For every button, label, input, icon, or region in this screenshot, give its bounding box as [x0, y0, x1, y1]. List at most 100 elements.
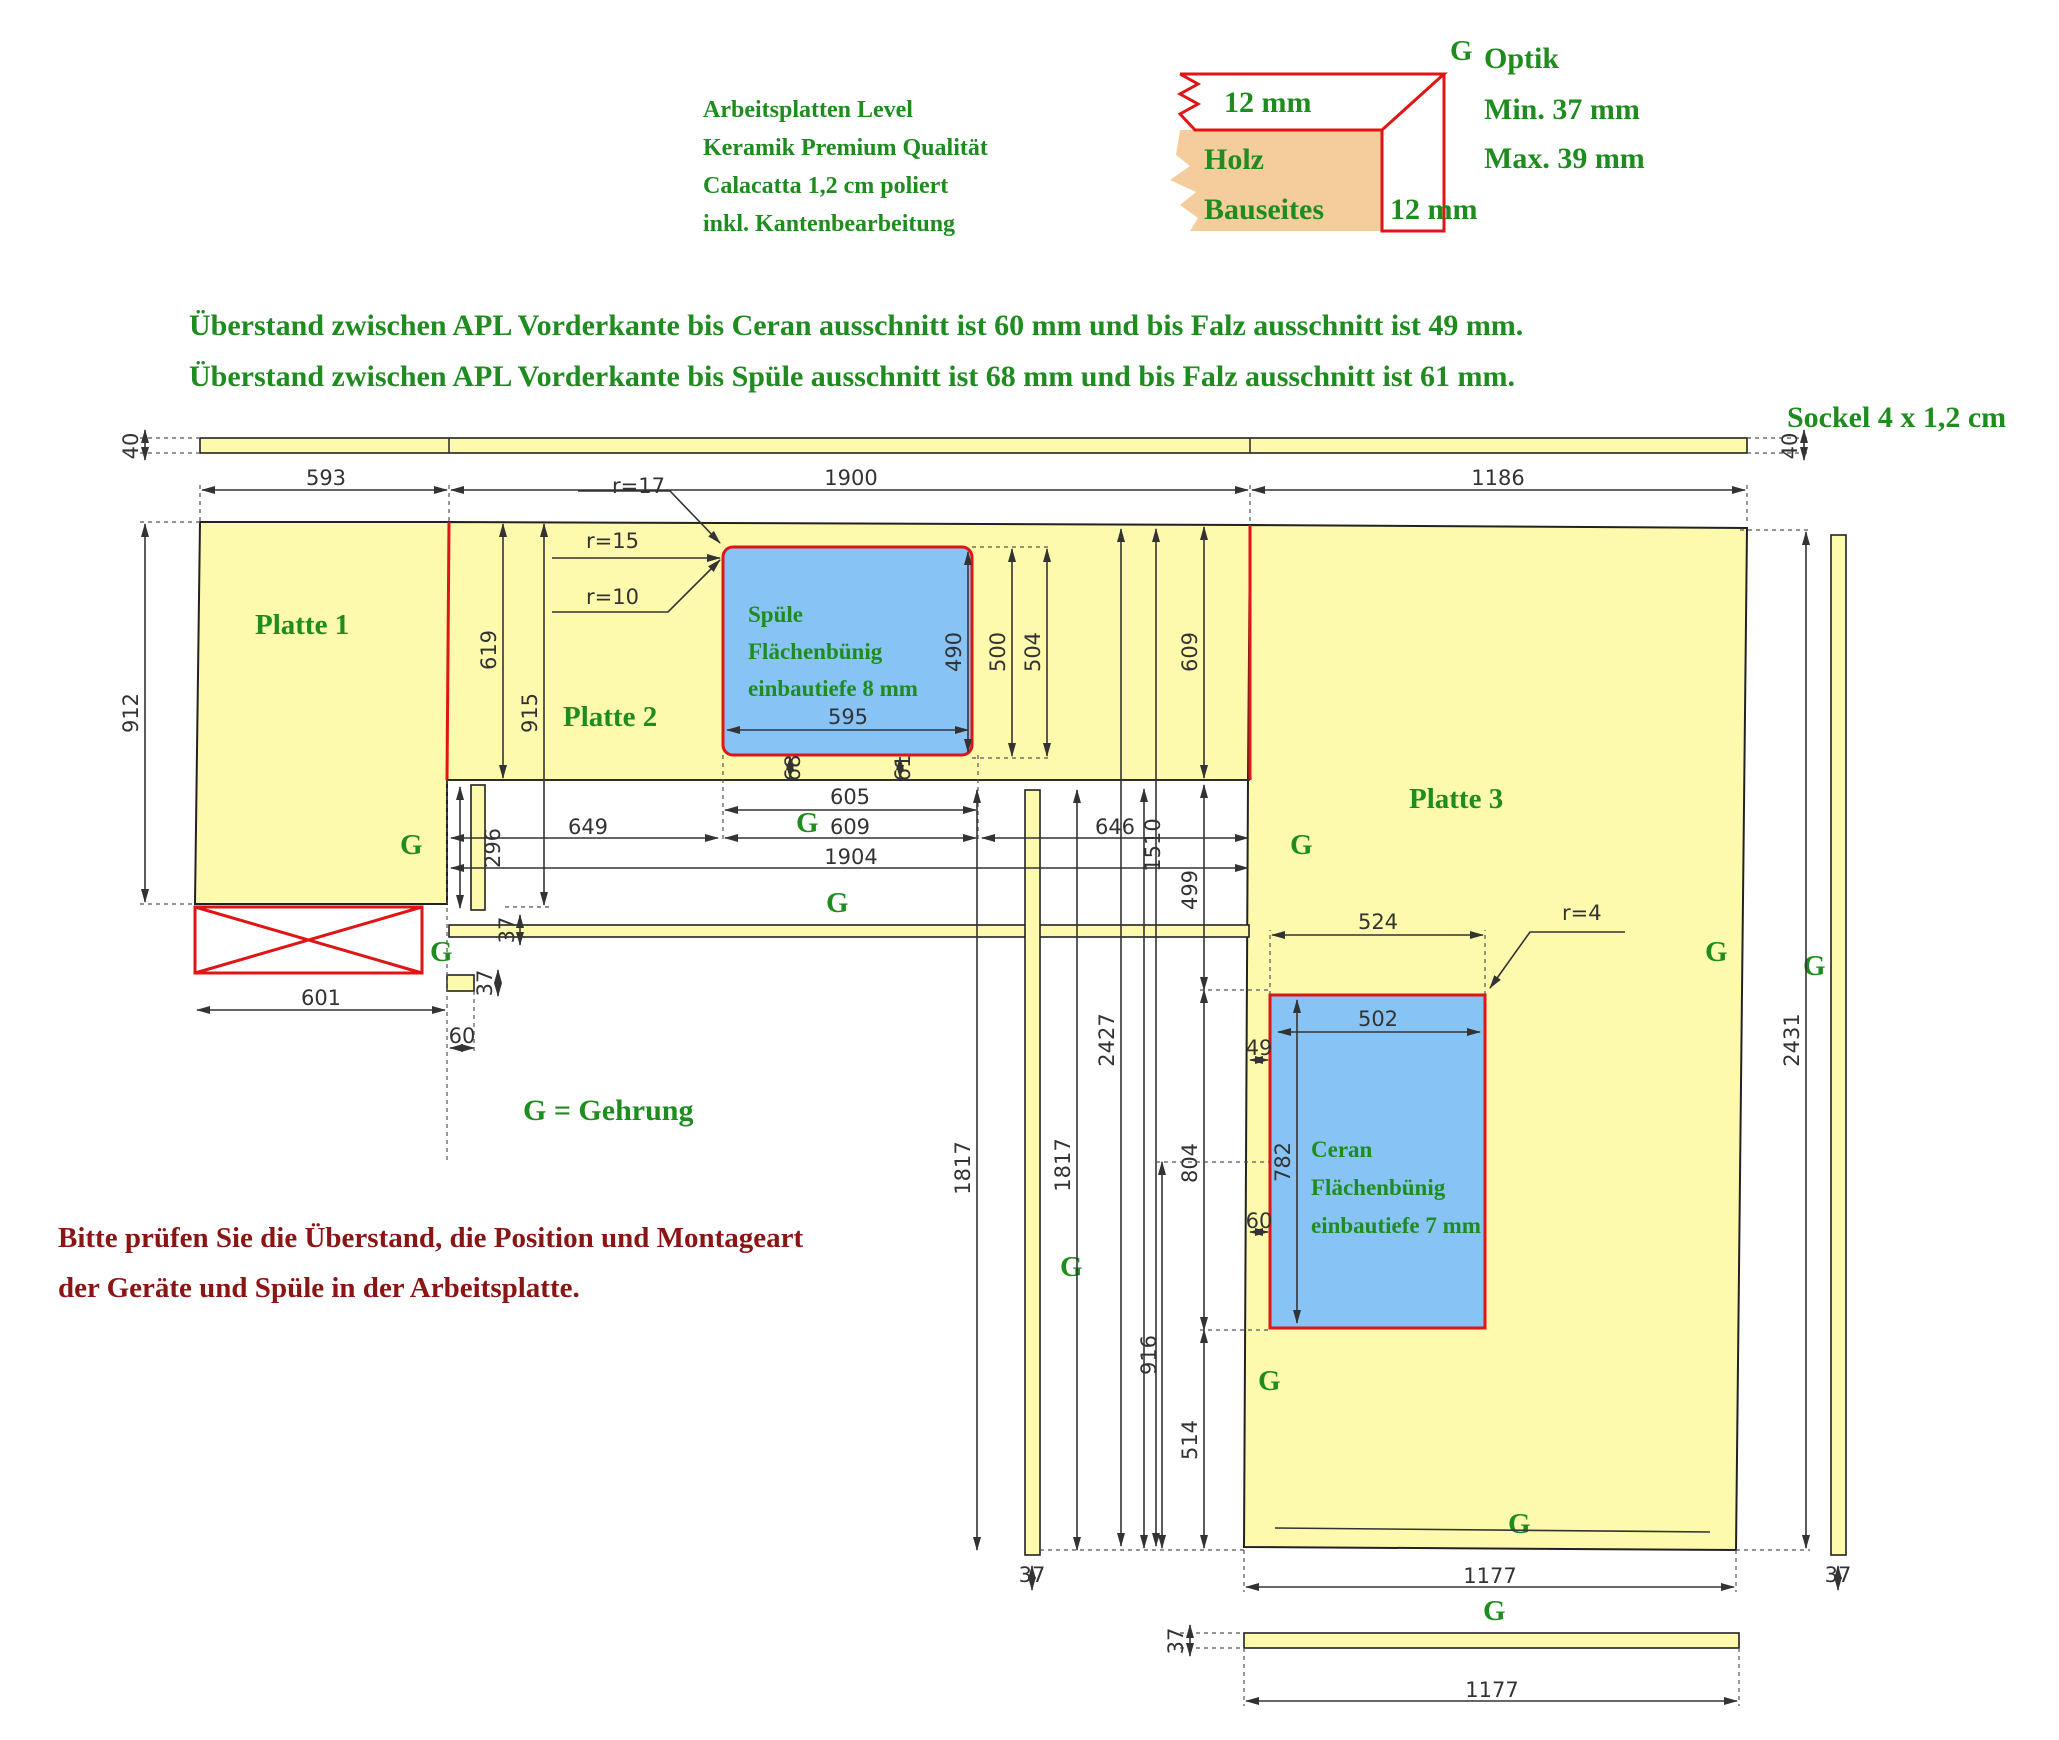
radius-17: r=17 [612, 474, 665, 498]
edge-optik: Optik [1484, 42, 1559, 75]
edge-holz: Holz [1204, 143, 1264, 176]
platte-2-label: Platte 2 [563, 701, 657, 733]
gehrung-marks: G G G G G G G G G G G [400, 807, 1826, 1627]
spec-line-3: Calacatta 1,2 cm poliert [703, 173, 948, 199]
g-mark: G [826, 887, 849, 919]
spec-line-2: Keramik Premium Qualität [703, 135, 988, 161]
dim-40-left: 40 [119, 433, 143, 460]
dim-37-vertical-strip: 37 [1019, 1563, 1046, 1587]
dim-37-end: 37 [473, 970, 497, 997]
g-mark: G [1508, 1508, 1531, 1540]
dim-1904: 1904 [824, 845, 877, 869]
joint-1-2 [445, 521, 451, 781]
edge-bauseites: Bauseites [1204, 193, 1324, 226]
platte-1[interactable] [193, 521, 451, 905]
g-mark: G [1290, 829, 1313, 861]
plate-dimensions: 912 619 915 609 r=17 r=15 r=10 490 500 5… [119, 474, 1249, 1549]
platte-3-label: Platte 3 [1409, 783, 1503, 815]
dim-609-horizontal: 609 [830, 815, 870, 839]
sink-cutout[interactable] [721, 545, 974, 757]
dim-490: 490 [942, 632, 966, 672]
g-mark: G [1705, 936, 1728, 968]
g-mark: G [796, 807, 819, 839]
edge-profile-detail: G Optik Min. 37 mm Max. 39 mm 12 mm Holz… [1170, 35, 1645, 233]
dim-782: 782 [1271, 1142, 1295, 1182]
sink-label-2: Flächenbünig [748, 639, 883, 664]
radius-4: r=4 [1562, 901, 1602, 925]
ceran-label-3: einbautiefe 7 mm [1311, 1213, 1481, 1238]
dim-1186: 1186 [1471, 466, 1524, 490]
dim-37-right-strip: 37 [1825, 1563, 1852, 1587]
ceran-label-1: Ceran [1311, 1137, 1373, 1162]
vertical-strip-left [1024, 789, 1041, 1556]
check-note-line-2: der Geräte und Spüle in der Arbeitsplatt… [58, 1272, 580, 1304]
dim-2427: 2427 [1095, 1013, 1119, 1066]
dim-804: 804 [1178, 1143, 1202, 1183]
dim-60-end: 60 [449, 1024, 476, 1048]
bottom-strip [1243, 1632, 1740, 1649]
dim-649: 649 [568, 815, 608, 839]
top-sockel-strip: 40 40 [119, 429, 1808, 461]
platte-1-label: Platte 1 [255, 609, 349, 641]
dim-500: 500 [986, 632, 1010, 672]
radius-15: r=15 [586, 529, 639, 553]
g-mark: G [1060, 1251, 1083, 1283]
dim-1900: 1900 [824, 466, 877, 490]
plate-3-dimensions: 524 502 r=4 782 49 60 2427 2431 1817 181… [951, 528, 1852, 1706]
dim-912: 912 [119, 693, 143, 733]
legend-gehrung: G = Gehrung [523, 1094, 693, 1127]
dim-916: 916 [1137, 1335, 1161, 1375]
edge-top-thickness: 12 mm [1224, 86, 1311, 119]
dim-1817-right: 1817 [1051, 1138, 1075, 1191]
dim-605: 605 [830, 785, 870, 809]
edge-zigzag [1176, 72, 1382, 132]
dim-499: 499 [1178, 870, 1202, 910]
wood-core [1170, 130, 1382, 231]
dim-595: 595 [828, 705, 868, 729]
dim-49: 49 [1246, 1036, 1273, 1060]
top-dimensions: 593 1900 1186 [199, 466, 1748, 522]
cancelled-area [193, 905, 424, 975]
note-sink-overhang: Überstand zwischen APL Vorderkante bis S… [189, 360, 1515, 393]
spec-line-4: inkl. Kantenbearbeitung [703, 211, 955, 237]
note-sockel: Sockel 4 x 1,2 cm [1787, 401, 2006, 434]
edge-g-mark: G [1450, 35, 1473, 67]
dim-915: 915 [518, 693, 542, 733]
dim-504: 504 [1021, 632, 1045, 672]
front-strip [448, 924, 1250, 938]
sink-label-1: Spüle [748, 602, 803, 627]
dim-296: 296 [481, 828, 505, 868]
dim-1177-top: 1177 [1463, 1564, 1516, 1588]
g-mark: G [1258, 1365, 1281, 1397]
ceran-label-2: Flächenbünig [1311, 1175, 1446, 1200]
dim-524: 524 [1358, 910, 1398, 934]
g-mark: G [430, 936, 453, 968]
sockel-strip [199, 437, 1748, 454]
dim-61: 61 [891, 755, 915, 782]
note-ceran-overhang: Überstand zwischen APL Vorderkante bis C… [189, 309, 1523, 342]
vertical-strip-right [1830, 534, 1847, 1556]
dim-1510: 1510 [1141, 818, 1165, 871]
edge-max: Max. 39 mm [1484, 142, 1645, 175]
dim-60-ceran: 60 [1246, 1209, 1273, 1233]
dim-1177-bottom: 1177 [1465, 1678, 1518, 1702]
edge-outline-top [1180, 72, 1448, 233]
sink-label-3: einbautiefe 8 mm [748, 676, 918, 701]
dim-502: 502 [1358, 1007, 1398, 1031]
dim-37-front: 37 [495, 917, 519, 944]
dim-40-right: 40 [1778, 433, 1802, 460]
dim-601: 601 [301, 986, 341, 1010]
ceran-cutout[interactable] [1268, 993, 1487, 1330]
radius-10: r=10 [586, 585, 639, 609]
dim-619: 619 [477, 630, 501, 670]
check-note-line-1: Bitte prüfen Sie die Überstand, die Posi… [58, 1222, 803, 1254]
side-strip-small [470, 784, 486, 911]
edge-min: Min. 37 mm [1484, 93, 1640, 126]
dim-593: 593 [306, 466, 346, 490]
dim-1817-left: 1817 [951, 1141, 975, 1194]
dim-68: 68 [781, 755, 805, 782]
dim-609-vertical: 609 [1178, 632, 1202, 672]
g-mark: G [1483, 1595, 1506, 1627]
dim-2431: 2431 [1780, 1013, 1804, 1066]
